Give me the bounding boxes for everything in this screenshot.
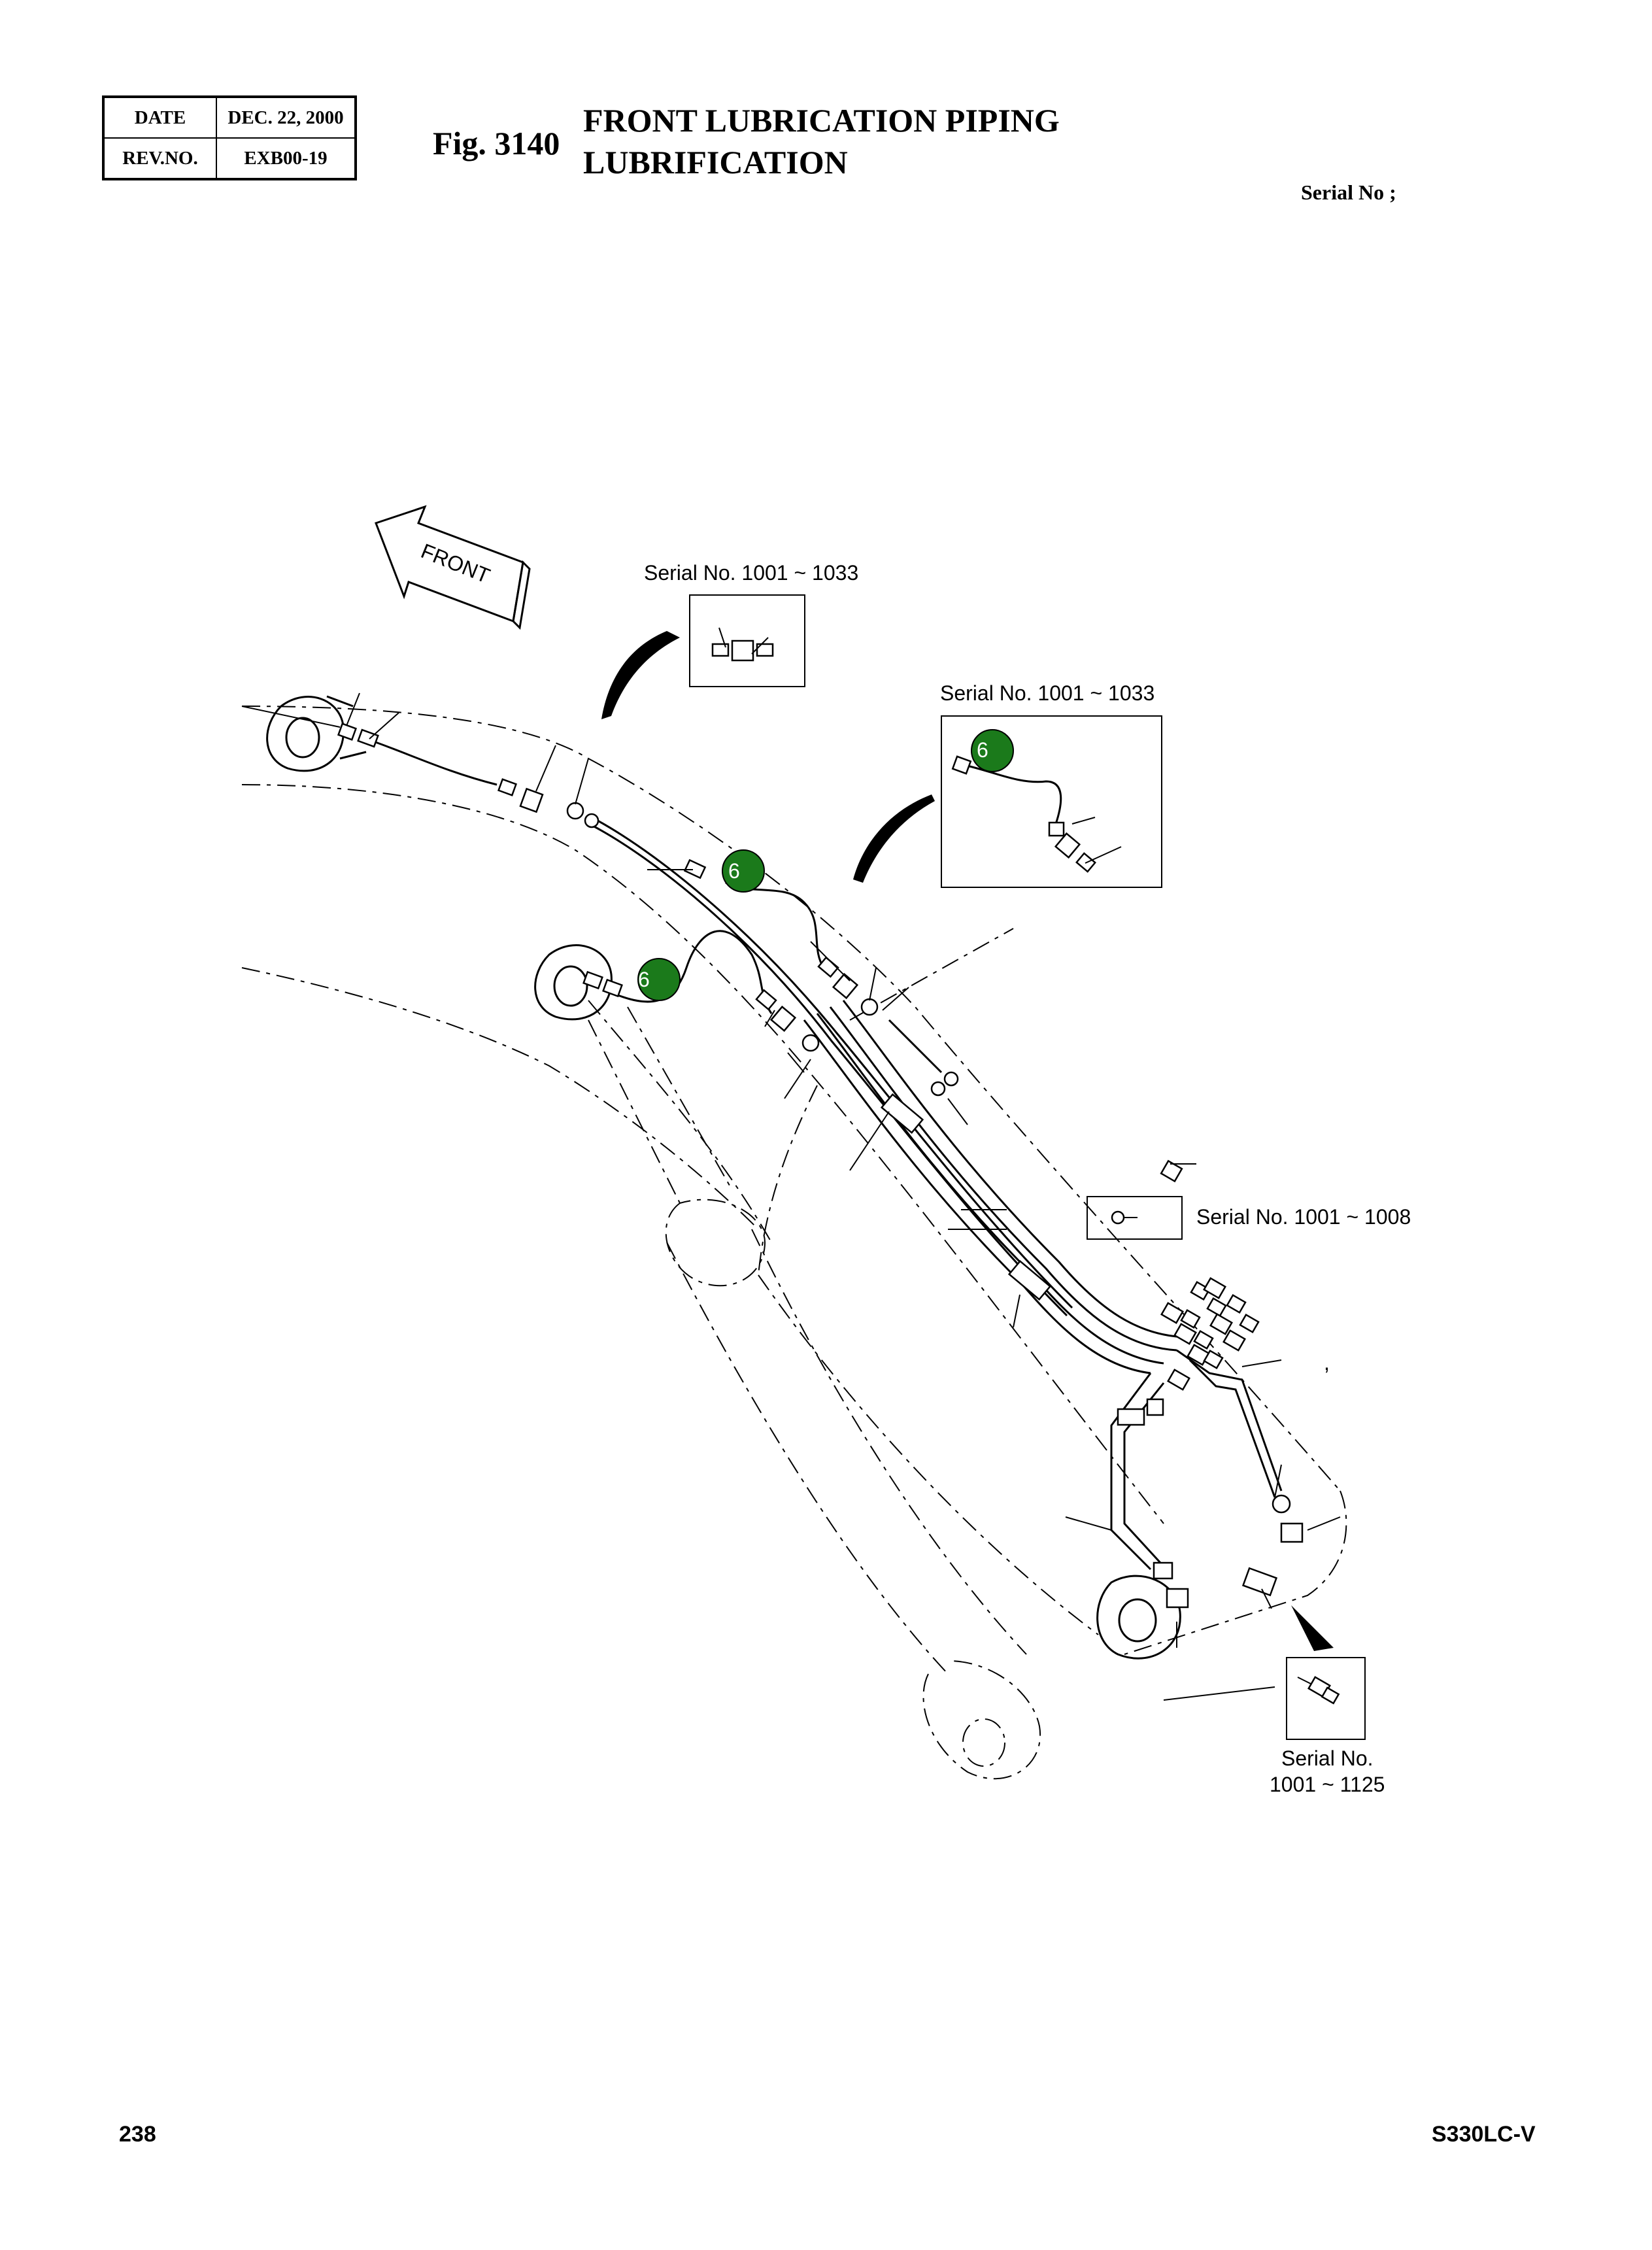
inset-bottom-label-line2: 1001 ~ 1125	[1270, 1773, 1385, 1796]
boom-cylinder	[588, 1006, 1041, 1780]
figure-number: Fig. 3140	[433, 125, 560, 162]
callout-1-label: 6	[977, 738, 988, 762]
title-line-2: LUBRIFICATION	[583, 144, 848, 180]
callout-2: 6	[722, 849, 765, 893]
rev-row: REV.NO. EXB00-19	[103, 137, 356, 180]
figure-title: FRONT LUBRICATION PIPING LUBRIFICATION	[583, 99, 1060, 183]
serial-header: Serial No ;	[1301, 180, 1396, 204]
date-label: DATE	[103, 96, 217, 139]
callout-2-label: 6	[728, 859, 740, 883]
main-piping	[591, 816, 1283, 1571]
page-number: 238	[119, 2122, 156, 2147]
inset-mid: Serial No. 1001 ~ 1008	[1087, 1196, 1411, 1240]
callout-1: 6	[971, 729, 1014, 772]
title-line-1: FRONT LUBRICATION PIPING	[583, 102, 1060, 139]
date-value: DEC. 22, 2000	[216, 96, 356, 139]
boom-pivots	[266, 695, 1181, 1660]
model-name: S330LC-V	[1432, 2122, 1536, 2147]
front-arrow: FRONT	[375, 505, 531, 630]
inset-top: Serial No. 1001 ~ 1033	[601, 561, 858, 719]
callout-3: 6	[637, 958, 681, 1001]
boom-outline	[241, 706, 1347, 1655]
inset-right: Serial No. 1001 ~ 1033	[853, 681, 1162, 888]
date-row: DATE DEC. 22, 2000	[103, 96, 356, 139]
rev-value: EXB00-19	[216, 137, 356, 180]
inset-mid-label: Serial No. 1001 ~ 1008	[1196, 1205, 1411, 1229]
fittings	[337, 723, 1164, 1426]
revision-table: DATE DEC. 22, 2000 REV.NO. EXB00-19	[102, 95, 357, 180]
leader-lines	[241, 692, 1341, 1701]
inset-top-label: Serial No. 1001 ~ 1033	[644, 561, 858, 585]
callout-3-label: 6	[638, 968, 650, 991]
stray-mark: ,	[1324, 1351, 1330, 1374]
inset-bottom: Serial No. 1001 ~ 1125	[1270, 1605, 1385, 1796]
inset-right-label: Serial No. 1001 ~ 1033	[940, 681, 1155, 705]
grease-nipples	[1153, 1159, 1304, 1609]
rev-label: REV.NO.	[103, 137, 217, 180]
inset-bottom-label-line1: Serial No.	[1281, 1747, 1374, 1770]
